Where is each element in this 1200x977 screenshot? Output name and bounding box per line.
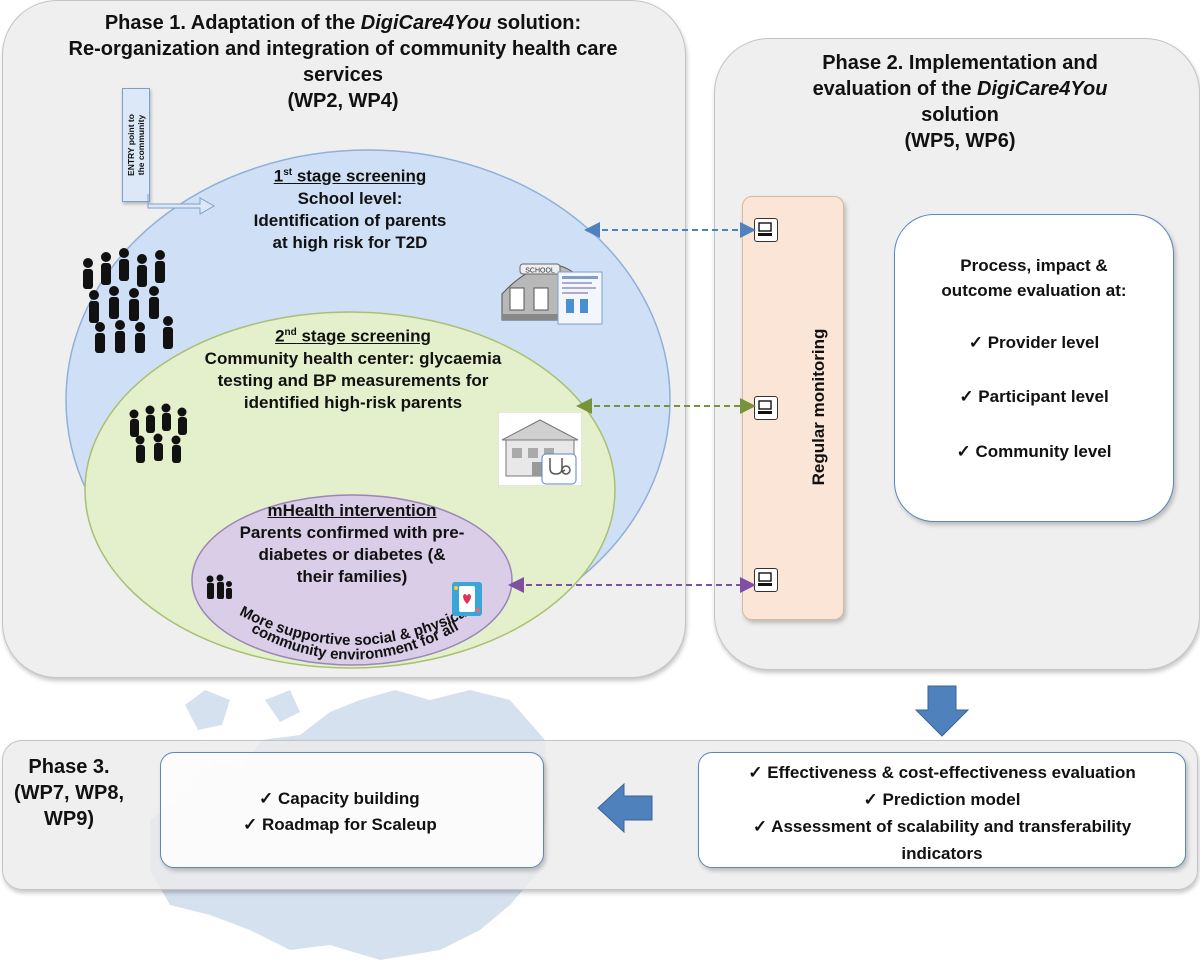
evaluation-item-provider: ✓ Provider level (968, 333, 1100, 352)
health-center-icon (498, 412, 582, 486)
phase3-title-line3: WP9) (44, 808, 94, 830)
entry-arrow (147, 194, 216, 215)
stage1-sup: st (283, 167, 293, 178)
stage1-line3: at high risk for T2D (272, 232, 428, 252)
school-icon: SCHOOL (496, 254, 606, 326)
stage3-line2: diabetes or diabetes (& (258, 545, 446, 564)
stage2-line1: Community health center: glycaemia (204, 348, 502, 368)
stage1-line2: Identification of parents (253, 210, 447, 230)
evaluation-item-participant: ✓ Participant level (959, 387, 1109, 406)
phase1-title-suffix: solution: (491, 12, 582, 34)
stage2-title-text: stage screening (296, 326, 431, 346)
stage3-line1: Parents confirmed with pre- (239, 523, 465, 542)
phase2-title-line2: evaluation of the DigiCare4You (740, 76, 1180, 102)
mhealth-app-icon (452, 582, 482, 616)
evaluation-title-line1: Process, impact & (960, 256, 1108, 275)
computer-icon-2-glyph (758, 400, 772, 414)
curved-text: More supportive social & physical commun… (237, 602, 473, 663)
stage1-line1: School level: (297, 188, 403, 208)
evaluation-box: Process, impact & outcome evaluation at:… (894, 214, 1174, 522)
phase1-title-em: DigiCare4You (360, 12, 492, 34)
stage3-title: mHealth intervention (267, 501, 437, 520)
stage2-line3: identified high-risk parents (243, 392, 463, 412)
outcome-item-effectiveness: ✓ Effectiveness & cost-effectiveness eva… (748, 763, 1136, 782)
outcome-item-scalability: ✓ Assessment of scalability and transfer… (752, 817, 1132, 836)
stage2-line2: testing and BP measurements for (217, 370, 489, 390)
phase1-title-line2: Re-organization and integration of commu… (68, 38, 618, 60)
evaluation-item-community: ✓ Community level (956, 442, 1112, 461)
phase3-title-line2: (WP7, WP8, (13, 782, 124, 804)
stage3-line3: their families) (296, 567, 408, 586)
entry-point-box: ENTRY point to the community (122, 88, 150, 202)
phase1-title: Phase 1. Adaptation of the DigiCare4You … (18, 10, 668, 114)
family-icon (206, 574, 232, 599)
phase1-title-line1: Phase 1. Adaptation of the DigiCare4You … (18, 10, 668, 36)
people-crowd-medium-icon (129, 403, 187, 463)
phase2-wp: (WP5, WP6) (904, 130, 1016, 152)
phase2-title-line1: Phase 2. Implementation and (822, 52, 1098, 74)
evaluation-title: Process, impact & outcome evaluation at: (895, 253, 1173, 303)
phase2-title-em: DigiCare4You (977, 78, 1108, 100)
evaluation-title-line2: outcome evaluation at: (941, 281, 1127, 300)
phase1-title-line3: services (302, 64, 384, 86)
down-arrow (914, 685, 970, 737)
left-arrow (597, 782, 653, 834)
stage3-text: mHealth intervention Parents confirmed w… (222, 500, 482, 588)
stage2-ordinal: 2 (275, 326, 285, 346)
evaluation-outcomes-box: ✓ Effectiveness & cost-effectiveness eva… (698, 752, 1186, 868)
stage2-title: 2nd stage screening (148, 322, 558, 348)
stage2-text: 2nd stage screening Community health cen… (148, 322, 558, 414)
outcome-item-prediction: ✓ Prediction model (863, 790, 1021, 809)
stage1-ordinal: 1 (273, 166, 284, 186)
stage1-title-text: stage screening (292, 166, 427, 186)
computer-icon-3-glyph (758, 572, 772, 586)
computer-icon-1-glyph (758, 222, 772, 236)
stage1-text: 1st stage screening School level: Identi… (210, 162, 490, 254)
outcome-item-indicators: indicators (901, 844, 983, 863)
people-crowd-large-icon (83, 248, 173, 353)
phase2-title-line2-prefix: evaluation of the (812, 78, 978, 100)
phase3-title: Phase 3. (WP7, WP8, WP9) (8, 754, 130, 832)
stage2-sup: nd (284, 327, 297, 338)
evaluation-outcomes-list: ✓ Effectiveness & cost-effectiveness eva… (699, 759, 1185, 867)
stage1-title: 1st stage screening (210, 162, 490, 188)
school-sign-text: SCHOOL (525, 268, 555, 275)
scaleup-item-capacity: ✓ Capacity building (259, 789, 420, 808)
computer-icon-3 (754, 568, 778, 592)
phase2-title: Phase 2. Implementation and evaluation o… (740, 50, 1180, 154)
phase1-title-prefix: Phase 1. Adaptation of the (104, 12, 361, 34)
phase1-wp: (WP2, WP4) (287, 90, 399, 112)
phase3-title-line1: Phase 3. (28, 756, 110, 778)
scaleup-item-roadmap: ✓ Roadmap for Scaleup (243, 815, 437, 834)
scaleup-box: ✓ Capacity building ✓ Roadmap for Scaleu… (160, 752, 544, 868)
phase2-title-line3: solution (921, 104, 999, 126)
